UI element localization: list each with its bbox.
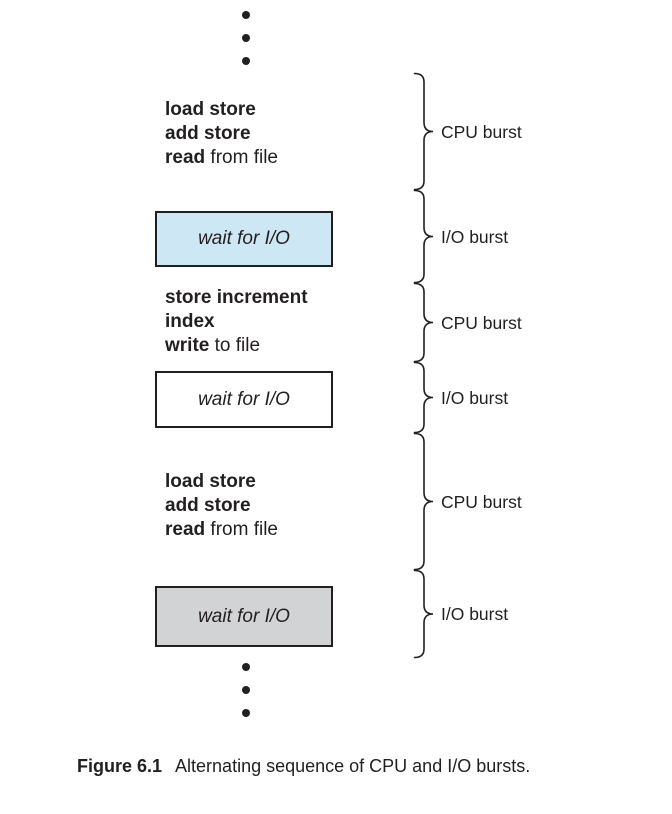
wait-for-io-box-3: wait for I/O [155, 586, 333, 647]
code-line: read from file [165, 519, 278, 540]
curly-brace [413, 282, 434, 363]
code-line: add store [165, 495, 251, 516]
burst-label-2: I/O burst [441, 227, 509, 247]
code-line: write to file [165, 335, 261, 356]
code-block-cpu-burst-3: load store add store read from file [165, 470, 278, 542]
code-block-cpu-burst-1: load store add store read from file [165, 98, 278, 170]
burst-label-3: CPU burst [441, 313, 522, 333]
ellipsis-dot [242, 686, 250, 694]
wait-for-io-label: wait for I/O [198, 605, 290, 627]
code-line: store increment [165, 287, 308, 308]
curly-brace [413, 432, 434, 571]
top-ellipsis-icon [242, 11, 250, 65]
ellipsis-dot [242, 57, 250, 65]
ellipsis-dot [242, 663, 250, 671]
code-line: load store [165, 471, 256, 492]
ellipsis-dot [242, 34, 250, 42]
ellipsis-dot [242, 709, 250, 717]
code-line: read from file [165, 147, 278, 168]
figure-caption-text: Alternating sequence of CPU and I/O burs… [175, 756, 531, 776]
ellipsis-dot [242, 11, 250, 19]
curly-brace [413, 189, 434, 284]
curly-brace [413, 569, 434, 659]
burst-label-4: I/O burst [441, 388, 509, 408]
burst-label-1: CPU burst [441, 122, 522, 142]
wait-for-io-label: wait for I/O [198, 228, 290, 249]
code-block-cpu-burst-2: store increment index write to file [165, 286, 308, 358]
code-line: add store [165, 123, 251, 144]
figure-caption-number: Figure 6.1 [77, 756, 163, 776]
curly-brace [413, 361, 434, 434]
bottom-ellipsis-icon [242, 663, 250, 717]
wait-for-io-label: wait for I/O [198, 388, 290, 410]
curly-brace [413, 72, 434, 191]
burst-label-5: CPU burst [441, 492, 522, 512]
burst-label-6: I/O burst [441, 604, 509, 624]
figure-caption: Figure 6.1 Alternating sequence of CPU an… [77, 756, 530, 777]
wait-for-io-box-2: wait for I/O [155, 371, 333, 428]
code-line: load store [165, 99, 256, 120]
code-line: index [165, 311, 215, 332]
wait-for-io-box-1: wait for I/O [155, 211, 333, 267]
